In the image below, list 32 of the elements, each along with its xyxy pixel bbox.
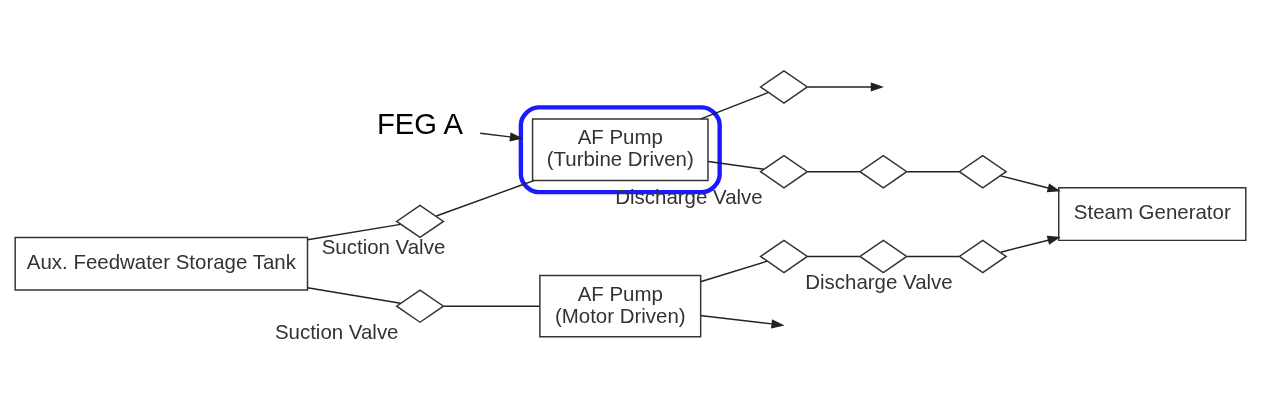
node-valve <box>759 239 809 274</box>
connector <box>435 179 535 217</box>
node-box: AF Pump (Motor Driven) <box>539 274 702 338</box>
node-label: Suction Valve <box>274 319 399 343</box>
arrow <box>699 314 785 329</box>
node-valve <box>958 239 1008 274</box>
node-label: Suction Valve <box>321 234 446 258</box>
node-valve <box>759 69 809 104</box>
connector <box>906 255 960 258</box>
node-valve <box>759 154 809 189</box>
arrow <box>479 132 524 142</box>
connector <box>306 223 402 241</box>
connector <box>306 287 402 304</box>
node-label: Discharge Valve <box>805 269 953 293</box>
node-valve <box>395 289 445 324</box>
connector <box>699 91 770 120</box>
node-box: AF Pump (Turbine Driven) <box>531 118 709 182</box>
node-valve <box>958 154 1008 189</box>
node-box: Aux. Feedwater Storage Tank <box>14 236 309 291</box>
connector <box>807 170 861 173</box>
node-valve <box>395 204 445 239</box>
connector <box>906 170 960 173</box>
connector <box>807 255 861 258</box>
arrow <box>807 82 884 92</box>
connector <box>443 305 541 307</box>
connector <box>699 260 769 283</box>
arrow <box>1000 175 1061 193</box>
arrow <box>1000 235 1061 253</box>
node-valve <box>858 154 908 189</box>
node-valve <box>858 239 908 274</box>
node-text: FEG A <box>377 107 464 140</box>
node-box: Steam Generator <box>1058 187 1247 242</box>
